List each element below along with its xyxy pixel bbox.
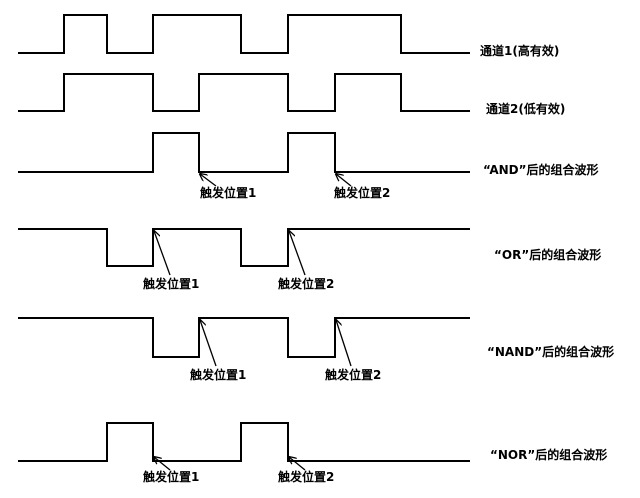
nand-trigger-2-label: 触发位置2 xyxy=(325,367,381,382)
and-trigger-1-arrow xyxy=(200,174,217,187)
and-trigger-2-label: 触发位置2 xyxy=(334,185,390,200)
nor-trigger-2-label: 触发位置2 xyxy=(278,469,334,484)
nand-trigger-1-arrow xyxy=(200,320,217,367)
channel-2-label: 通道2(低有效) xyxy=(486,101,565,116)
or-trigger-2-arrow xyxy=(289,231,306,276)
nor-waveform xyxy=(18,422,470,462)
and-trigger-2-arrow xyxy=(336,174,352,187)
or-label: “OR”后的组合波形 xyxy=(494,247,601,262)
and-waveform xyxy=(18,132,470,173)
and-trigger-1-label: 触发位置1 xyxy=(200,185,256,200)
nand-trigger-2-arrow xyxy=(336,320,352,367)
or-trigger-1-arrow xyxy=(154,231,171,276)
nor-trigger-2-arrow xyxy=(289,457,306,471)
nor-label: “NOR”后的组合波形 xyxy=(490,447,607,462)
and-label: “AND”后的组合波形 xyxy=(483,162,599,177)
or-waveform xyxy=(18,228,470,267)
nand-label: “NAND”后的组合波形 xyxy=(487,344,614,359)
nand-trigger-1-label: 触发位置1 xyxy=(190,367,246,382)
channel-2-waveform xyxy=(18,73,470,112)
or-trigger-1-label: 触发位置1 xyxy=(143,276,199,291)
channel-1-waveform xyxy=(18,14,470,54)
nor-trigger-1-label: 触发位置1 xyxy=(143,469,199,484)
or-trigger-2-label: 触发位置2 xyxy=(278,276,334,291)
nand-waveform xyxy=(18,317,470,358)
channel-1-label: 通道1(高有效) xyxy=(480,43,559,58)
nor-trigger-1-arrow xyxy=(154,457,171,471)
